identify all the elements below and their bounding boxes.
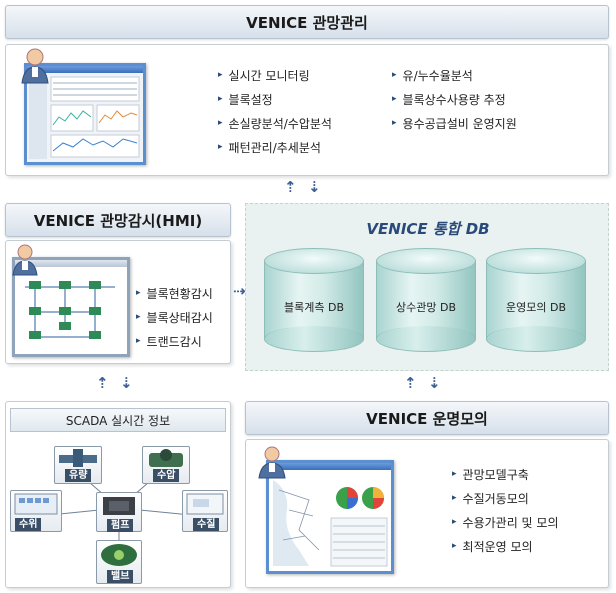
management-list-right: ▸유/누수율분석 ▸블록상수사용량 추정 ▸용수공급설비 운영지원 bbox=[392, 63, 517, 135]
simulation-panel: ▸관망모델구축 ▸수질거동모의 ▸수용가관리 및 모의 ▸최적운영 모의 bbox=[245, 439, 609, 588]
simulation-list: ▸관망모델구축 ▸수질거동모의 ▸수용가관리 및 모의 ▸최적운영 모의 bbox=[452, 462, 558, 558]
list-item: ▸트랜드감시 bbox=[136, 334, 202, 349]
db-cylinder-block: 블록계측 DB bbox=[264, 248, 364, 352]
hmi-panel: ▸블록현황감시 ▸블록상태감시 ▸트랜드감시 bbox=[5, 240, 231, 364]
simulation-banner: VENICE 운명모의 bbox=[245, 401, 609, 435]
list-item: ▸수용가관리 및 모의 bbox=[452, 515, 559, 530]
flowmeter-icon bbox=[59, 449, 97, 467]
list-item: ▸용수공급설비 운영지원 bbox=[392, 116, 517, 131]
db-title: VENICE 통합 DB bbox=[366, 220, 490, 238]
list-item: ▸블록상태감시 bbox=[136, 310, 213, 325]
bullet-icon: ▸ bbox=[452, 541, 457, 551]
user-icon bbox=[21, 48, 49, 84]
management-list-left: ▸실시간 모니터링 ▸블록설정 ▸손실량분석/수압분석 ▸패턴관리/추세분석 bbox=[218, 63, 332, 159]
management-screen-graphic bbox=[29, 75, 140, 159]
device-flow: 유량 bbox=[54, 446, 102, 484]
list-item: ▸수질거동모의 bbox=[452, 491, 529, 506]
management-title: VENICE 관망관리 bbox=[246, 13, 368, 32]
list-item: ▸블록상수사용량 추정 bbox=[392, 92, 506, 107]
list-item: ▸블록설정 bbox=[218, 92, 273, 107]
arrow-up-icon: ⇡ bbox=[96, 374, 109, 392]
bullet-icon: ▸ bbox=[218, 142, 223, 152]
device-quality: 수질 bbox=[182, 490, 228, 532]
user-icon bbox=[258, 446, 286, 479]
simulation-screenshot bbox=[266, 460, 394, 574]
bullet-icon: ▸ bbox=[136, 312, 141, 322]
list-item: ▸유/누수율분석 bbox=[392, 68, 473, 83]
scada-title: SCADA 실시간 정보 bbox=[65, 413, 171, 428]
simulation-screen-graphic bbox=[269, 470, 391, 571]
hmi-title: VENICE 관망감시(HMI) bbox=[33, 211, 203, 230]
arrow-down-icon: ⇣ bbox=[120, 374, 133, 392]
device-pressure: 수압 bbox=[142, 446, 190, 484]
bullet-icon: ▸ bbox=[392, 118, 397, 128]
hmi-list: ▸블록현황감시 ▸블록상태감시 ▸트랜드감시 bbox=[136, 281, 213, 353]
scada-panel: SCADA 실시간 정보 유량 수압 수위 펌프 수질 밸브 bbox=[5, 401, 231, 588]
list-item: ▸실시간 모니터링 bbox=[218, 68, 310, 83]
management-screenshot bbox=[24, 63, 146, 165]
bullet-icon: ▸ bbox=[136, 288, 141, 298]
quality-analyzer-icon bbox=[186, 493, 224, 515]
arrow-down-icon: ⇣ bbox=[428, 374, 441, 392]
management-panel: ▸실시간 모니터링 ▸블록설정 ▸손실량분석/수압분석 ▸패턴관리/추세분석 ▸… bbox=[5, 44, 609, 176]
list-item: ▸손실량분석/수압분석 bbox=[218, 116, 332, 131]
list-item: ▸패턴관리/추세분석 bbox=[218, 140, 321, 155]
pressure-gauge-icon bbox=[149, 449, 183, 467]
list-item: ▸최적운영 모의 bbox=[452, 539, 533, 554]
level-panel-icon bbox=[14, 493, 58, 515]
user-icon bbox=[12, 244, 38, 276]
bullet-icon: ▸ bbox=[218, 94, 223, 104]
device-valve: 밸브 bbox=[96, 540, 142, 584]
list-item: ▸블록현황감시 bbox=[136, 286, 213, 301]
db-cylinder-simulation: 운영모의 DB bbox=[486, 248, 586, 352]
bullet-icon: ▸ bbox=[218, 70, 223, 80]
db-area: VENICE 통합 DB 블록계측 DB 상수관망 DB 운영모의 DB bbox=[245, 203, 609, 371]
bullet-icon: ▸ bbox=[218, 118, 223, 128]
hmi-banner: VENICE 관망감시(HMI) bbox=[5, 203, 231, 237]
bullet-icon: ▸ bbox=[452, 517, 457, 527]
arrow-down-icon: ⇣ bbox=[308, 178, 321, 196]
simulation-title: VENICE 운명모의 bbox=[366, 409, 488, 428]
arrow-right-icon: ⇢ bbox=[233, 282, 246, 300]
bullet-icon: ▸ bbox=[136, 336, 141, 346]
list-item: ▸관망모델구축 bbox=[452, 467, 529, 482]
device-level: 수위 bbox=[10, 490, 62, 532]
bullet-icon: ▸ bbox=[392, 94, 397, 104]
db-cylinder-network: 상수관망 DB bbox=[376, 248, 476, 352]
bullet-icon: ▸ bbox=[452, 469, 457, 479]
hmi-screen-graphic bbox=[15, 267, 127, 354]
management-banner: VENICE 관망관리 bbox=[5, 5, 609, 39]
bullet-icon: ▸ bbox=[392, 70, 397, 80]
scada-banner: SCADA 실시간 정보 bbox=[10, 408, 226, 432]
device-pump: 펌프 bbox=[96, 492, 142, 532]
arrow-up-icon: ⇡ bbox=[284, 178, 297, 196]
bullet-icon: ▸ bbox=[452, 493, 457, 503]
arrow-up-icon: ⇡ bbox=[404, 374, 417, 392]
pump-icon bbox=[103, 497, 135, 515]
valve-icon bbox=[101, 544, 137, 566]
